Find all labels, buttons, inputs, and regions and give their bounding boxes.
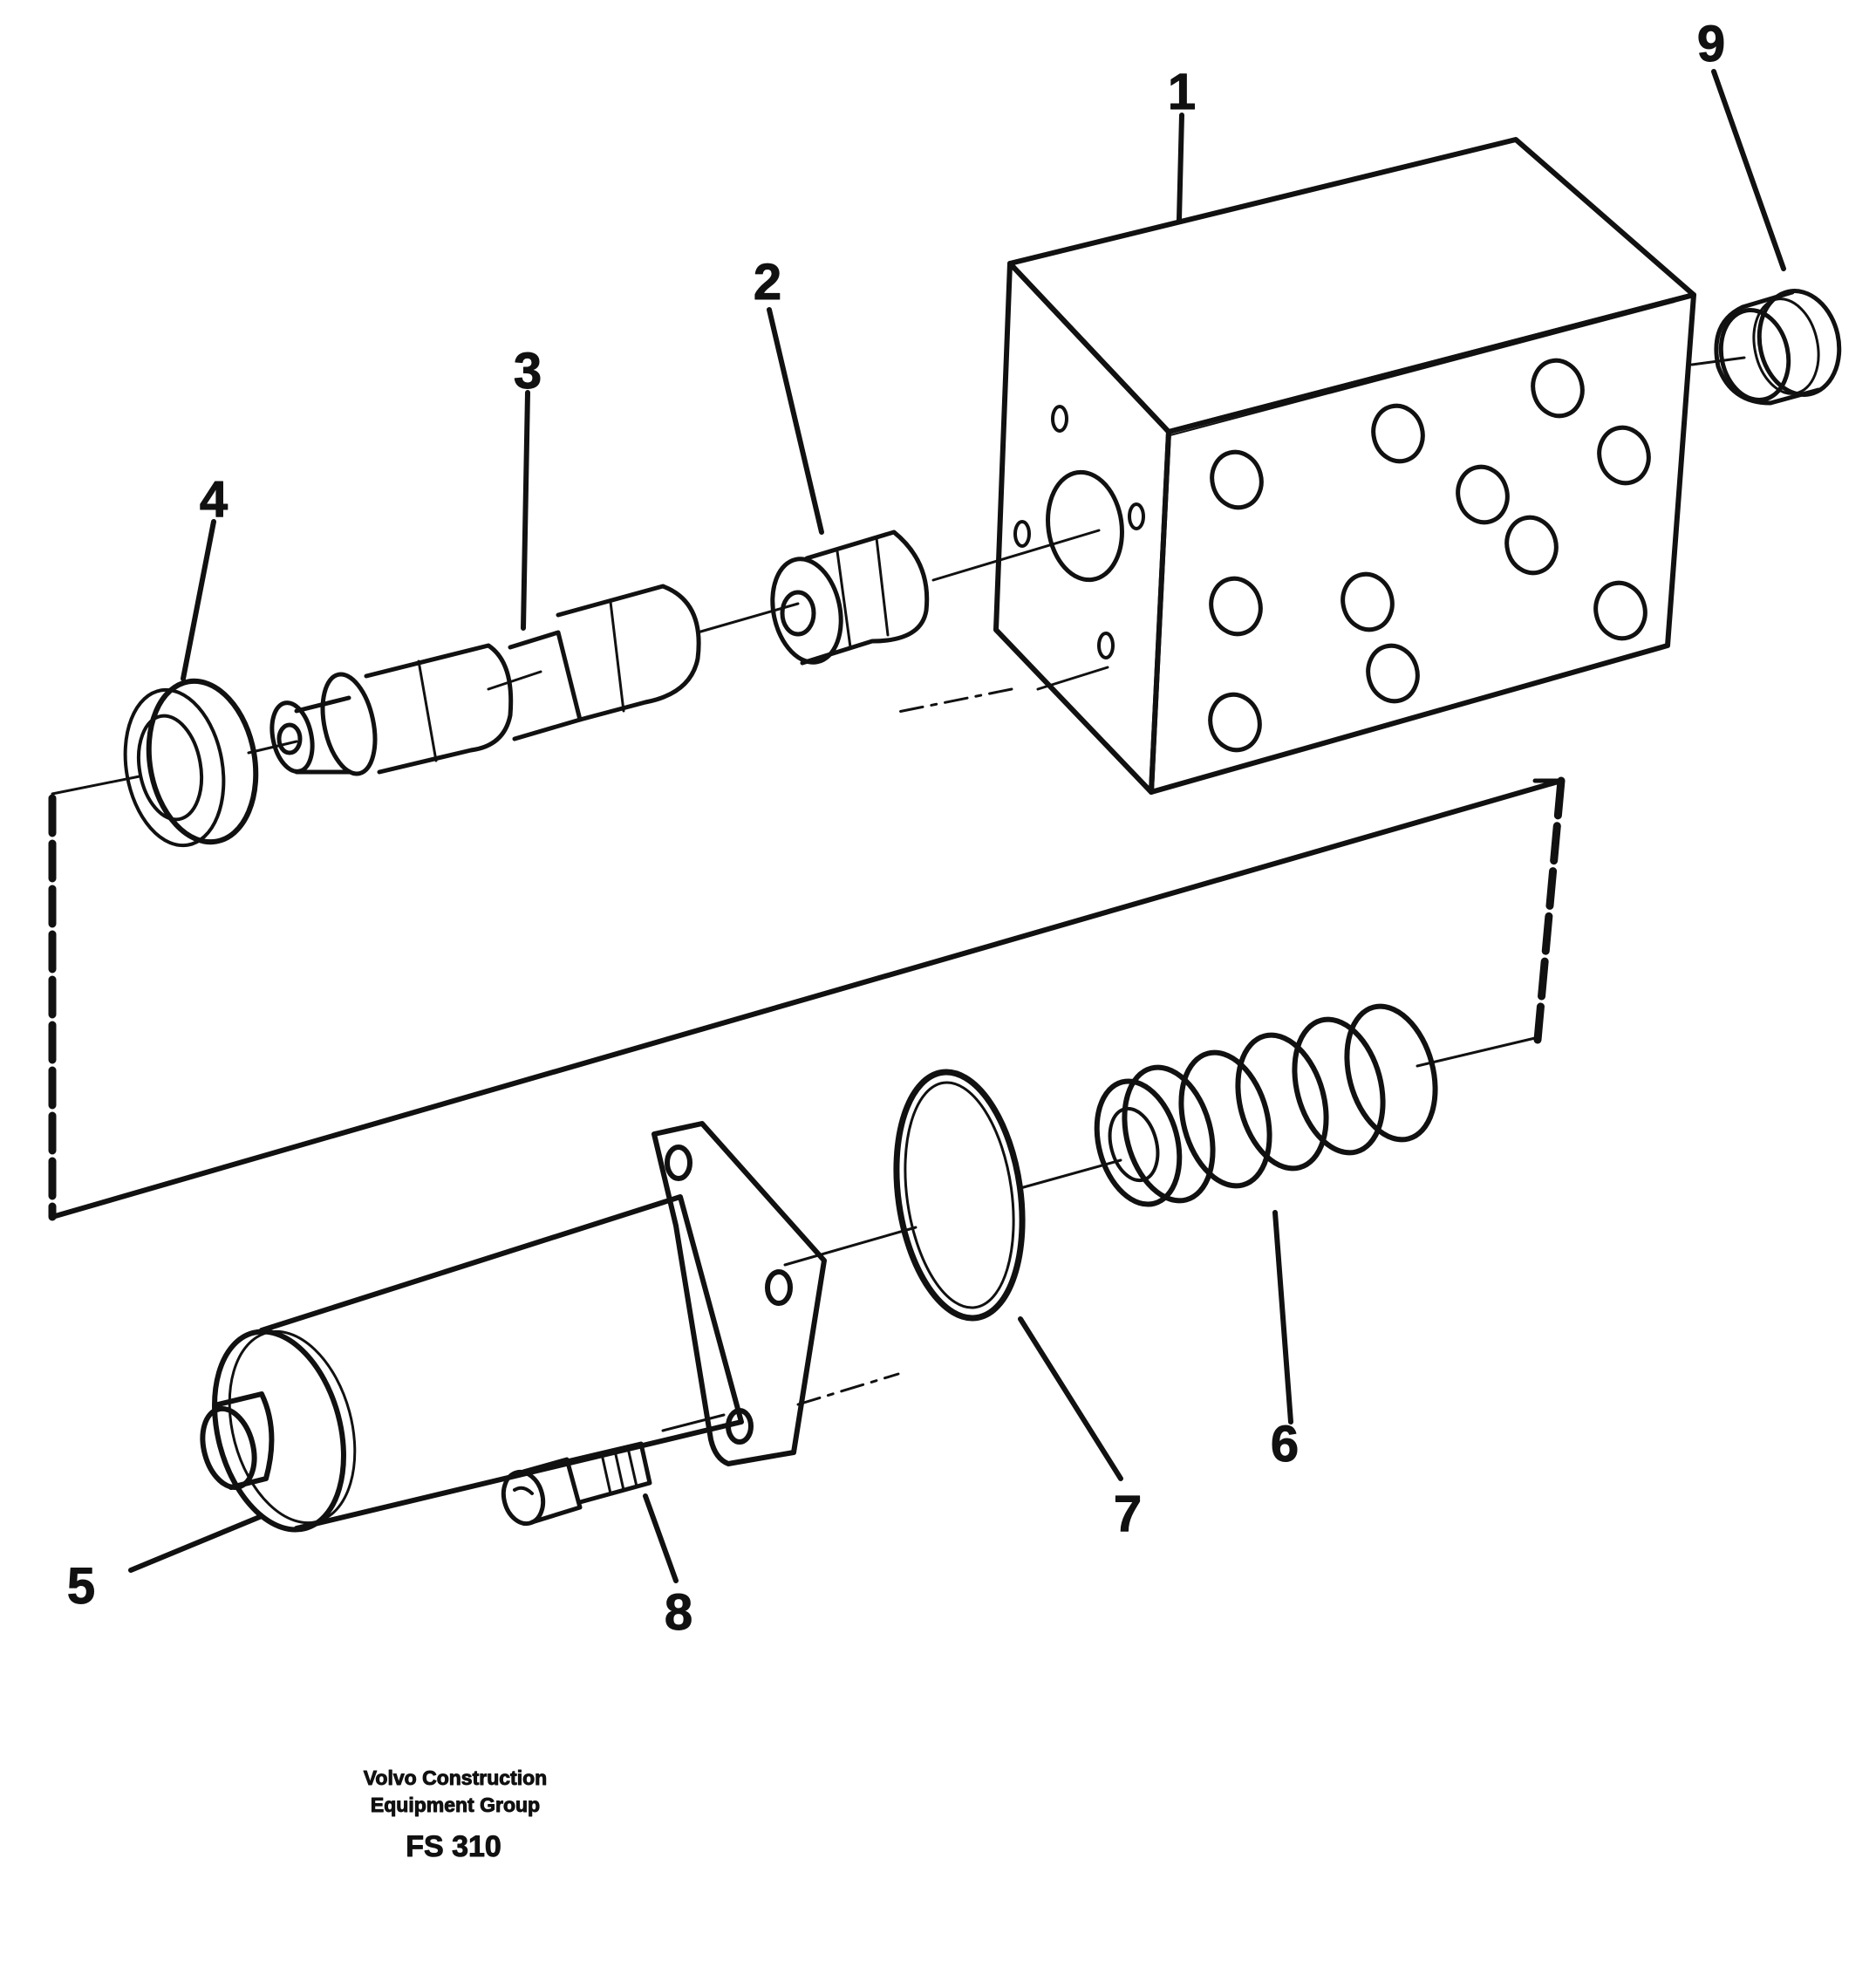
threaded-ports bbox=[1208, 358, 1651, 753]
spring bbox=[1094, 1003, 1438, 1207]
valve-block bbox=[993, 137, 1696, 795]
callout-numbers: 1 2 3 4 5 6 7 8 9 bbox=[66, 16, 1725, 1642]
callout-3: 3 bbox=[514, 343, 542, 400]
callout-6: 6 bbox=[1271, 1416, 1299, 1472]
callout-7: 7 bbox=[1114, 1486, 1142, 1542]
callout-9: 9 bbox=[1697, 16, 1725, 72]
footer: Volvo Construction Equipment Group FS 31… bbox=[363, 1766, 547, 1864]
figure-code: FS 310 bbox=[406, 1830, 501, 1863]
callout-8: 8 bbox=[665, 1584, 692, 1641]
plug bbox=[1714, 289, 1842, 406]
dashed-connection-loop bbox=[48, 776, 1566, 1221]
screw bbox=[501, 1441, 652, 1527]
company-name-line2: Equipment Group bbox=[371, 1794, 540, 1816]
callout-5: 5 bbox=[67, 1558, 95, 1615]
callout-2: 2 bbox=[754, 254, 781, 311]
solenoid-housing bbox=[200, 1121, 827, 1533]
callout-4: 4 bbox=[200, 471, 228, 528]
company-name-line1: Volvo Construction bbox=[364, 1766, 547, 1789]
callout-1: 1 bbox=[1168, 64, 1196, 120]
assembly-axis-lines bbox=[51, 356, 1746, 1432]
piston bbox=[770, 530, 930, 666]
o-ring bbox=[893, 1069, 1026, 1322]
leader-lines bbox=[128, 69, 1786, 1583]
spool bbox=[269, 584, 701, 776]
seal-ring bbox=[123, 678, 259, 848]
